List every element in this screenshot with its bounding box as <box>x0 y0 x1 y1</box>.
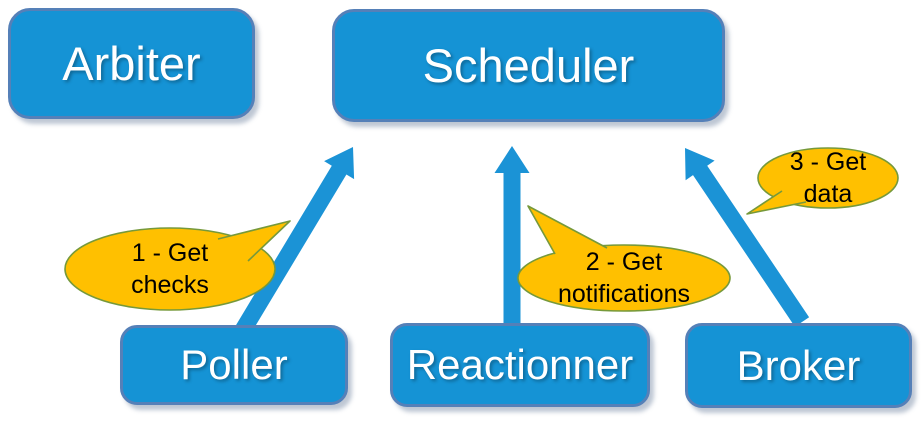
node-scheduler: Scheduler <box>332 9 725 122</box>
callout-3-text: 3 - Get data <box>789 148 867 208</box>
node-reactionner-label: Reactionner <box>406 341 634 388</box>
callout-2-ellipse <box>517 244 731 312</box>
callout-3-bubble <box>746 147 899 215</box>
callout-2-text: 2 - Get notifications <box>557 248 691 308</box>
arrow-reactionner-to-scheduler <box>494 146 530 326</box>
callout-1-bubble <box>64 220 291 311</box>
callout-1-text: 1 - Get checks <box>131 239 209 299</box>
node-arbiter-label: Arbiter <box>62 37 201 90</box>
callout-2-tail <box>527 205 608 255</box>
callout-2-bubble <box>517 205 731 312</box>
callout-3-ellipse <box>757 147 899 209</box>
node-poller: Poller <box>120 325 348 405</box>
callout-1-tail <box>217 220 291 262</box>
callout-3-tail <box>746 190 807 215</box>
node-arbiter: Arbiter <box>8 8 255 119</box>
node-broker: Broker <box>685 323 912 408</box>
node-poller-label: Poller <box>180 341 288 388</box>
arrow-broker-to-scheduler <box>685 148 810 327</box>
arrow-poller-to-scheduler <box>235 147 355 335</box>
node-broker-label: Broker <box>736 341 861 389</box>
node-scheduler-label: Scheduler <box>422 39 635 92</box>
callout-1-ellipse <box>64 227 276 311</box>
node-reactionner: Reactionner <box>390 323 650 407</box>
